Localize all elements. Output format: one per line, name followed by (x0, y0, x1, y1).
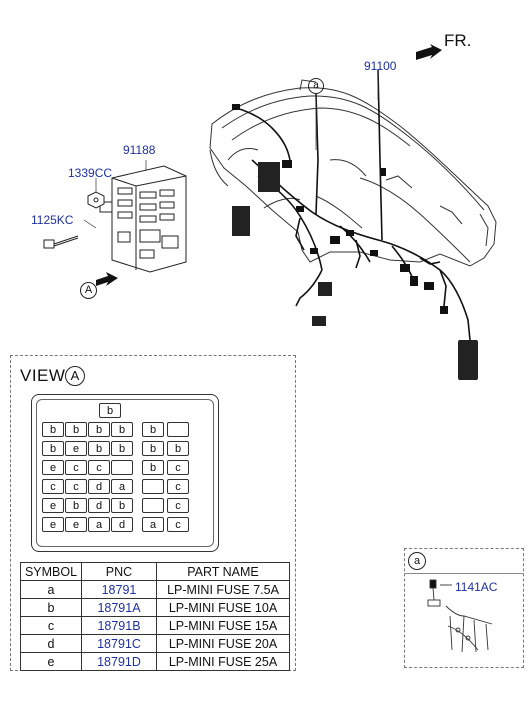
callout-91188[interactable]: 91188 (123, 143, 156, 157)
callout-1125kc[interactable]: 1125KC (31, 213, 74, 227)
fuse-slot (167, 422, 189, 437)
callout-1141ac[interactable]: 1141AC (455, 580, 498, 594)
cell-symbol: b (20, 598, 82, 617)
cell-pnc[interactable]: 18791C (81, 634, 157, 653)
callout-1339cc[interactable]: 1339CC (68, 166, 113, 180)
fuse-slot: e (42, 460, 64, 475)
cell-pnc[interactable]: 18791 (81, 580, 157, 599)
view-a-marker: A (80, 282, 97, 299)
fuse-slot: b (88, 441, 110, 456)
fuse-slot (142, 498, 164, 513)
fuse-slot: b (142, 422, 164, 437)
detail-marker-circle: a (408, 552, 426, 570)
cell-symbol: c (20, 616, 82, 635)
fuse-slot: a (88, 517, 110, 532)
fuse-slot: c (167, 460, 189, 475)
table-row: a 18791 LP-MINI FUSE 7.5A (20, 580, 290, 599)
fuse-slot: b (99, 403, 121, 418)
detail-divider (405, 573, 523, 574)
header-symbol: SYMBOL (20, 562, 82, 581)
cell-symbol: e (20, 652, 82, 671)
cell-pnc[interactable]: 18791D (81, 652, 157, 671)
fuse-slot: c (167, 479, 189, 494)
fuse-slot (111, 460, 133, 475)
fuse-slot: c (65, 479, 87, 494)
fuse-slot: b (111, 441, 133, 456)
fuse-slot: e (65, 517, 87, 532)
fuse-slot: a (111, 479, 133, 494)
fuse-slot: b (65, 422, 87, 437)
cell-part-name: LP-MINI FUSE 7.5A (156, 580, 290, 599)
fuse-parts-table: SYMBOL PNC PART NAME a 18791 LP-MINI FUS… (20, 562, 290, 671)
table-header-row: SYMBOL PNC PART NAME (20, 562, 290, 581)
fuse-slot: d (88, 498, 110, 513)
header-pnc: PNC (81, 562, 157, 581)
fuse-slot: b (111, 422, 133, 437)
view-a-arrow (96, 272, 118, 286)
fuse-slot: e (42, 498, 64, 513)
fuse-slot: b (42, 422, 64, 437)
fuse-slot: b (142, 441, 164, 456)
fuse-slot: a (142, 517, 164, 532)
fuse-slot: e (42, 517, 64, 532)
table-row: e 18791D LP-MINI FUSE 25A (20, 652, 290, 671)
fuse-slot: c (65, 460, 87, 475)
fuse-slot: c (88, 460, 110, 475)
fuse-slot: b (111, 498, 133, 513)
wiring-harness (235, 69, 471, 341)
callout-91100[interactable]: 91100 (364, 59, 397, 73)
fuse-slot: b (142, 460, 164, 475)
leader-lines (83, 70, 379, 229)
cell-part-name: LP-MINI FUSE 10A (156, 598, 290, 617)
fuse-slot: e (65, 441, 87, 456)
fuse-slot: c (42, 479, 64, 494)
view-title: VIEW (20, 366, 66, 385)
harness-connectors (232, 104, 478, 380)
fuse-slot (142, 479, 164, 494)
detail-a-art (427, 579, 493, 653)
table-row: b 18791A LP-MINI FUSE 10A (20, 598, 290, 617)
fuse-slot: d (88, 479, 110, 494)
callout-marker-a: a (308, 78, 324, 94)
fuse-slot: b (88, 422, 110, 437)
fuse-slot: c (167, 498, 189, 513)
fuse-box-inner-frame (36, 399, 214, 547)
bolt-1125kc (43, 235, 79, 249)
front-direction-arrow (416, 44, 442, 60)
table-row: d 18791C LP-MINI FUSE 20A (20, 634, 290, 653)
view-marker-circle: A (65, 366, 85, 386)
fuse-slot: b (42, 441, 64, 456)
cell-part-name: LP-MINI FUSE 15A (156, 616, 290, 635)
cell-pnc[interactable]: 18791A (81, 598, 157, 617)
table-row: c 18791B LP-MINI FUSE 15A (20, 616, 290, 635)
cell-pnc[interactable]: 18791B (81, 616, 157, 635)
cell-part-name: LP-MINI FUSE 20A (156, 634, 290, 653)
fuse-slot: b (167, 441, 189, 456)
cell-part-name: LP-MINI FUSE 25A (156, 652, 290, 671)
detail-a-panel: a 1141AC (404, 548, 524, 668)
dashboard-outline (209, 79, 497, 267)
cell-symbol: a (20, 580, 82, 599)
fuse-slot: c (167, 517, 189, 532)
fuse-slot: d (111, 517, 133, 532)
junction-box (99, 165, 187, 273)
nut-1339cc (87, 191, 105, 209)
cell-symbol: d (20, 634, 82, 653)
fuse-slot: b (65, 498, 87, 513)
header-part-name: PART NAME (156, 562, 290, 581)
front-direction-label: FR. (444, 31, 472, 50)
